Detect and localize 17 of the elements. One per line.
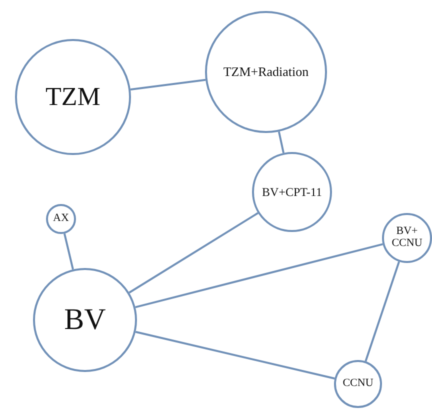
connector-line	[278, 131, 284, 154]
node-label: BV+CPT-11	[262, 186, 322, 198]
node-label: BV+ CCNU	[390, 226, 424, 250]
connector-line	[128, 212, 258, 294]
node-label: BV	[64, 304, 106, 336]
node-label: AX	[53, 213, 69, 225]
node-circle	[382, 213, 432, 263]
connector-line	[135, 330, 335, 380]
connector-line	[135, 243, 384, 308]
node-label: CCNU	[342, 378, 374, 390]
connector-line	[64, 233, 74, 270]
node-circle	[334, 360, 382, 408]
connector-line	[364, 261, 400, 362]
node-label: TZM	[46, 83, 100, 111]
connector-line	[130, 78, 206, 91]
node-circle	[46, 204, 76, 234]
node-label: TZM+Radiation	[223, 65, 309, 79]
